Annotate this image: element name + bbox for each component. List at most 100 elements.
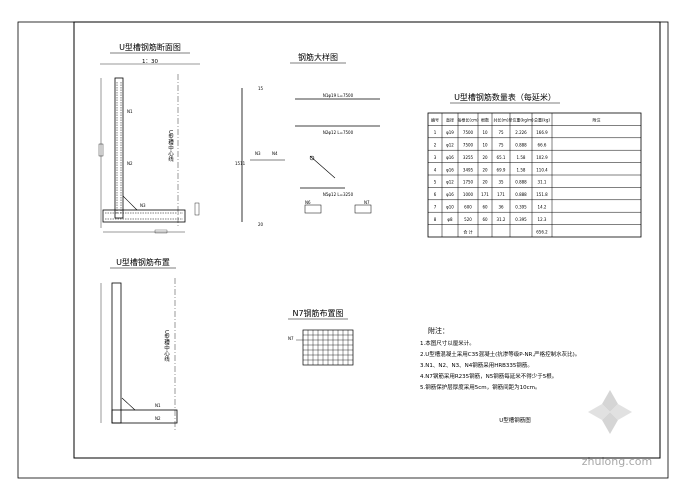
table-cell: 36 [498,204,504,209]
plan-mark-n7: N7 [288,336,294,341]
layout-view: U型槽钢筋布置 U型槽中心线 N1 N2 [100,257,178,430]
table-cell: φ10 [446,204,454,209]
notes-heading: 附注： [428,326,449,335]
table-cell: 60 [482,217,488,222]
table-cell: 10 [482,130,488,135]
inner-border [73,21,661,459]
table-header-cell: 每根长(cm) [457,117,479,123]
table-cell: 75 [498,130,504,135]
section-view-scale: 1：30 [142,59,158,65]
table-title: U型槽钢筋数量表（每延米） [454,92,556,102]
note-2: 2.U型槽混凝土采用C35混凝土(抗渗等级P-NR,严格控制水灰比)。 [420,350,580,358]
table-cell: 7500 [463,130,474,135]
note-5: 5.钢筋保护层厚度采用5cm，钢筋间距为10cm。 [420,383,541,391]
bar-label-n1: N1φ19 L=7500 [323,93,354,98]
table-cell: 6 [434,192,437,197]
layout-mark-n2: N2 [155,416,161,421]
table-cell: 0.888 [515,192,527,197]
table-cell: 7500 [463,142,474,147]
layout-view-title: U型槽钢筋布置 [116,257,170,267]
table-cell: 3 [434,155,437,160]
table-cell: 75 [498,142,504,147]
table-cell: 110.4 [536,167,548,172]
table-cell: 69.9 [497,167,506,172]
table-grid [428,113,641,237]
table-cell: 35 [498,180,504,185]
table-total-value: 656.2 [536,229,548,234]
bar-label-n3: N3 [255,151,261,156]
section-view-title: U型槽钢筋断面图 [119,42,181,52]
table-cell: 171 [497,192,505,197]
table-cell: 600 [464,204,472,209]
table-header-cell: 附注 [593,117,601,123]
note-1: 1.本图尺寸以厘米计。 [420,339,475,347]
table-cell: 151.8 [536,192,548,197]
table-cell: 60 [482,204,488,209]
table-cell: φ19 [446,130,454,135]
table-cell: 0.888 [515,142,527,147]
table-cell: 1.58 [517,155,526,160]
table-cell: 65.1 [497,155,506,160]
table-cell: 0.395 [515,204,527,209]
svg-text:N3: N3 [140,203,146,208]
table-header-cell: 共长(m) [493,117,508,123]
table-header-cell: 直径 [446,117,454,123]
plan-view-title: N7钢筋布置图 [292,308,343,318]
title-block-label: U型槽钢筋图 [499,416,531,424]
note-4: 4.N7钢筋采用R235钢筋，N5钢筋每延米不得少于5根。 [420,372,557,380]
table-cell: φ16 [446,192,454,197]
watermark: zhulong.com [582,390,652,468]
table-cell: 10 [482,142,488,147]
detail-view-title: 钢筋大样图 [298,52,338,62]
table-cell: 14.2 [538,204,547,209]
table-cell: φ12 [446,142,454,147]
watermark-text: zhulong.com [582,455,652,468]
table-cell: 3255 [463,155,474,160]
note-3: 3.N1、N2、N3、N4钢筋采用HRB335钢筋。 [420,361,533,369]
table-cell: φ16 [446,155,454,160]
table-cell: 0.888 [515,180,527,185]
table-cell: 520 [464,217,472,222]
table-cell: 7 [434,204,437,209]
table-cell: 1750 [463,180,474,185]
detail-view: 钢筋大样图 N1φ19 L=7500 N2φ12 L=7500 15 20 15… [235,52,380,227]
watermark-logo [588,390,632,434]
svg-text:N2: N2 [127,161,133,166]
table-cell: φ16 [446,167,454,172]
table-cell: 20 [482,167,488,172]
table-cell: 2 [434,142,437,147]
table-cell: 1000 [463,192,474,197]
layout-centerline-label: U型槽中心线 [163,330,170,362]
plan-view: N7钢筋布置图 N7 [288,308,354,366]
table-header-cell: 总重(kg) [534,117,550,123]
table-cell: 8 [434,217,437,222]
table-header-cell: 单位重(kg/m) [508,117,534,123]
table-cell: 2.226 [515,130,527,135]
bar-label-n5: N5φ12 L=3250 [323,192,354,197]
dim-label-20: 20 [258,222,264,227]
quantity-table: U型槽钢筋数量表（每延米） 编号 直径每根长(cm)根数共长(m)单位重(kg/m… [427,92,642,238]
table-cell: 66.6 [538,142,547,147]
table-cell: 5 [434,180,437,185]
table-cell: 12.3 [538,217,547,222]
table-cell: φ12 [446,180,454,185]
bar-label-n7: N7 [364,200,370,205]
table-cell: 20 [482,180,488,185]
bar-label-n6: N6 [305,200,311,205]
section-view: U型槽钢筋断面图 1：30 U型槽中心线 N1 N2 N3 [98,42,200,234]
table-header-cell: 根数 [481,117,489,123]
table-cell: 31.2 [497,217,506,222]
bar-label-n4: N4 [272,151,278,156]
table-cell: 31.1 [538,180,547,185]
table-cell: 3495 [463,167,474,172]
plan-grid [296,330,353,365]
layout-mark-n1: N1 [155,403,161,408]
table-total-label: 合 计 [463,228,472,234]
svg-text:N1: N1 [127,109,133,114]
table-cell: 102.9 [536,155,548,160]
bar-label-n2: N2φ12 L=7500 [323,130,354,135]
section-centerline-label: U型槽中心线 [167,130,174,162]
table-header-cell: 编号 [431,117,439,123]
